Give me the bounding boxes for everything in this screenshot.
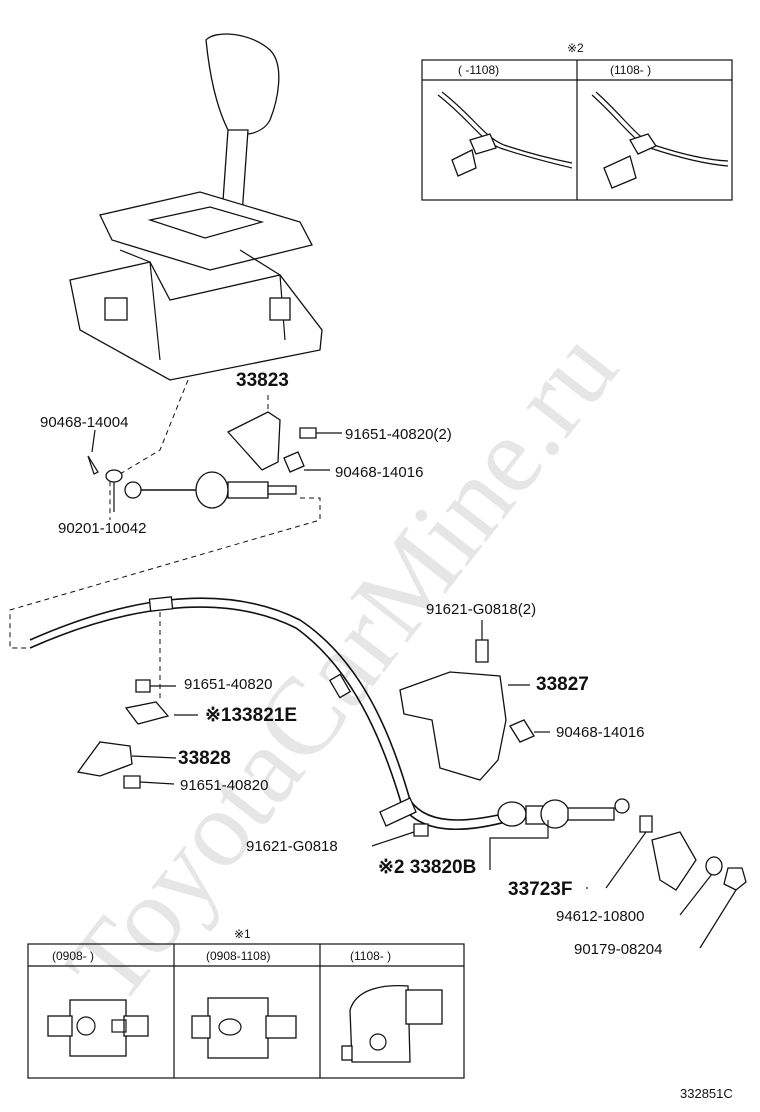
- clamp-variant-1-drawing: [47, 999, 149, 1057]
- label-33823: 33823: [236, 370, 289, 391]
- bottom-table-header-2: (0908-1108): [206, 949, 271, 963]
- bracket-33828: [76, 741, 133, 777]
- bottom-table-note: ※1: [234, 927, 251, 941]
- nut-90179-08204: [723, 867, 747, 891]
- clip-90468-14016-top: [283, 451, 305, 473]
- bottom-table-header-3: (1108- ): [350, 949, 391, 963]
- label-90179-08204: 90179-08204: [574, 941, 662, 958]
- lower-cable-clamp: [371, 797, 429, 847]
- washer-90201-10042: [105, 469, 123, 483]
- label-91651-40820-a: 91651-40820: [184, 676, 272, 693]
- label-90468-14016-mid: 90468-14016: [556, 724, 644, 741]
- label-90201-10042: 90201-10042: [58, 520, 146, 537]
- shift-lever-assembly: [69, 33, 323, 381]
- label-33821E: ※133821E: [205, 705, 297, 726]
- label-90468-14016-top: 90468-14016: [335, 464, 423, 481]
- washer-94612-10800: [705, 856, 723, 876]
- shift-knob: [205, 33, 280, 135]
- label-91621-G0818-2: 91621-G0818(2): [426, 601, 536, 618]
- pin-and-washer: [87, 429, 123, 512]
- clip-pin-90468-14004: [87, 455, 99, 475]
- bolt-91651-40820-top: [299, 427, 317, 439]
- label-91651-40820-2: 91651-40820(2): [345, 426, 452, 443]
- cable-bracket-group: [76, 679, 198, 789]
- diagram-code: 332851C: [680, 1086, 733, 1101]
- cable-end-fittings: [605, 815, 747, 949]
- cable-clamp-early-drawing: [437, 91, 573, 177]
- label-91651-40820-b: 91651-40820: [180, 777, 268, 794]
- bracket-33823: [226, 395, 342, 473]
- watermark: ToyotaCarMine.ru: [43, 308, 640, 1025]
- label-90468-14004: 90468-14004: [40, 414, 128, 431]
- bolt-91621-G0818: [413, 823, 429, 837]
- base-tab-left: [104, 297, 128, 321]
- bolt-91651-40820-b: [123, 775, 141, 789]
- cable-clamp-late-drawing: [591, 91, 729, 189]
- bottom-variant-table: ※1 (0908- ) (0908-1108) (1108- ): [27, 927, 465, 1079]
- upper-cable-end: [124, 471, 297, 509]
- bracket-33827: [399, 671, 507, 781]
- shift-base-bracket: [69, 261, 323, 381]
- bottom-table-frame: [27, 943, 465, 1079]
- label-33820B: ※2 33820B: [378, 857, 476, 878]
- clamp-33821E: [124, 701, 170, 725]
- label-91621-G0818: 91621-G0818: [246, 838, 338, 855]
- label-33828: 33828: [178, 748, 231, 769]
- bracket-33827-group: [399, 620, 550, 781]
- top-table-header-1: ( -1108): [458, 63, 499, 77]
- base-tab-right: [269, 297, 291, 321]
- top-table-note: ※2: [567, 41, 584, 55]
- bolt-91621-G0818-2: [475, 639, 489, 663]
- clamp-variant-2-drawing: [191, 997, 297, 1059]
- label-33723F: 33723F: [508, 879, 572, 900]
- clip-90468-14016-mid: [509, 719, 535, 743]
- leader-33820B: [489, 820, 549, 870]
- bottom-table-header-1: (0908- ): [52, 949, 94, 963]
- bolt-91651-40820-a: [135, 679, 151, 693]
- top-variant-table: ※2 ( -1108) (1108- ): [421, 41, 733, 201]
- shift-bezel: [99, 191, 313, 271]
- clamp-variant-3-drawing: [341, 984, 443, 1063]
- label-33827: 33827: [536, 674, 589, 695]
- part-labels: 33823 91651-40820(2) 90468-14004 90468-1…: [40, 370, 662, 958]
- label-94612-10800: 94612-10800: [556, 908, 644, 925]
- top-table-header-2: (1108- ): [610, 63, 651, 77]
